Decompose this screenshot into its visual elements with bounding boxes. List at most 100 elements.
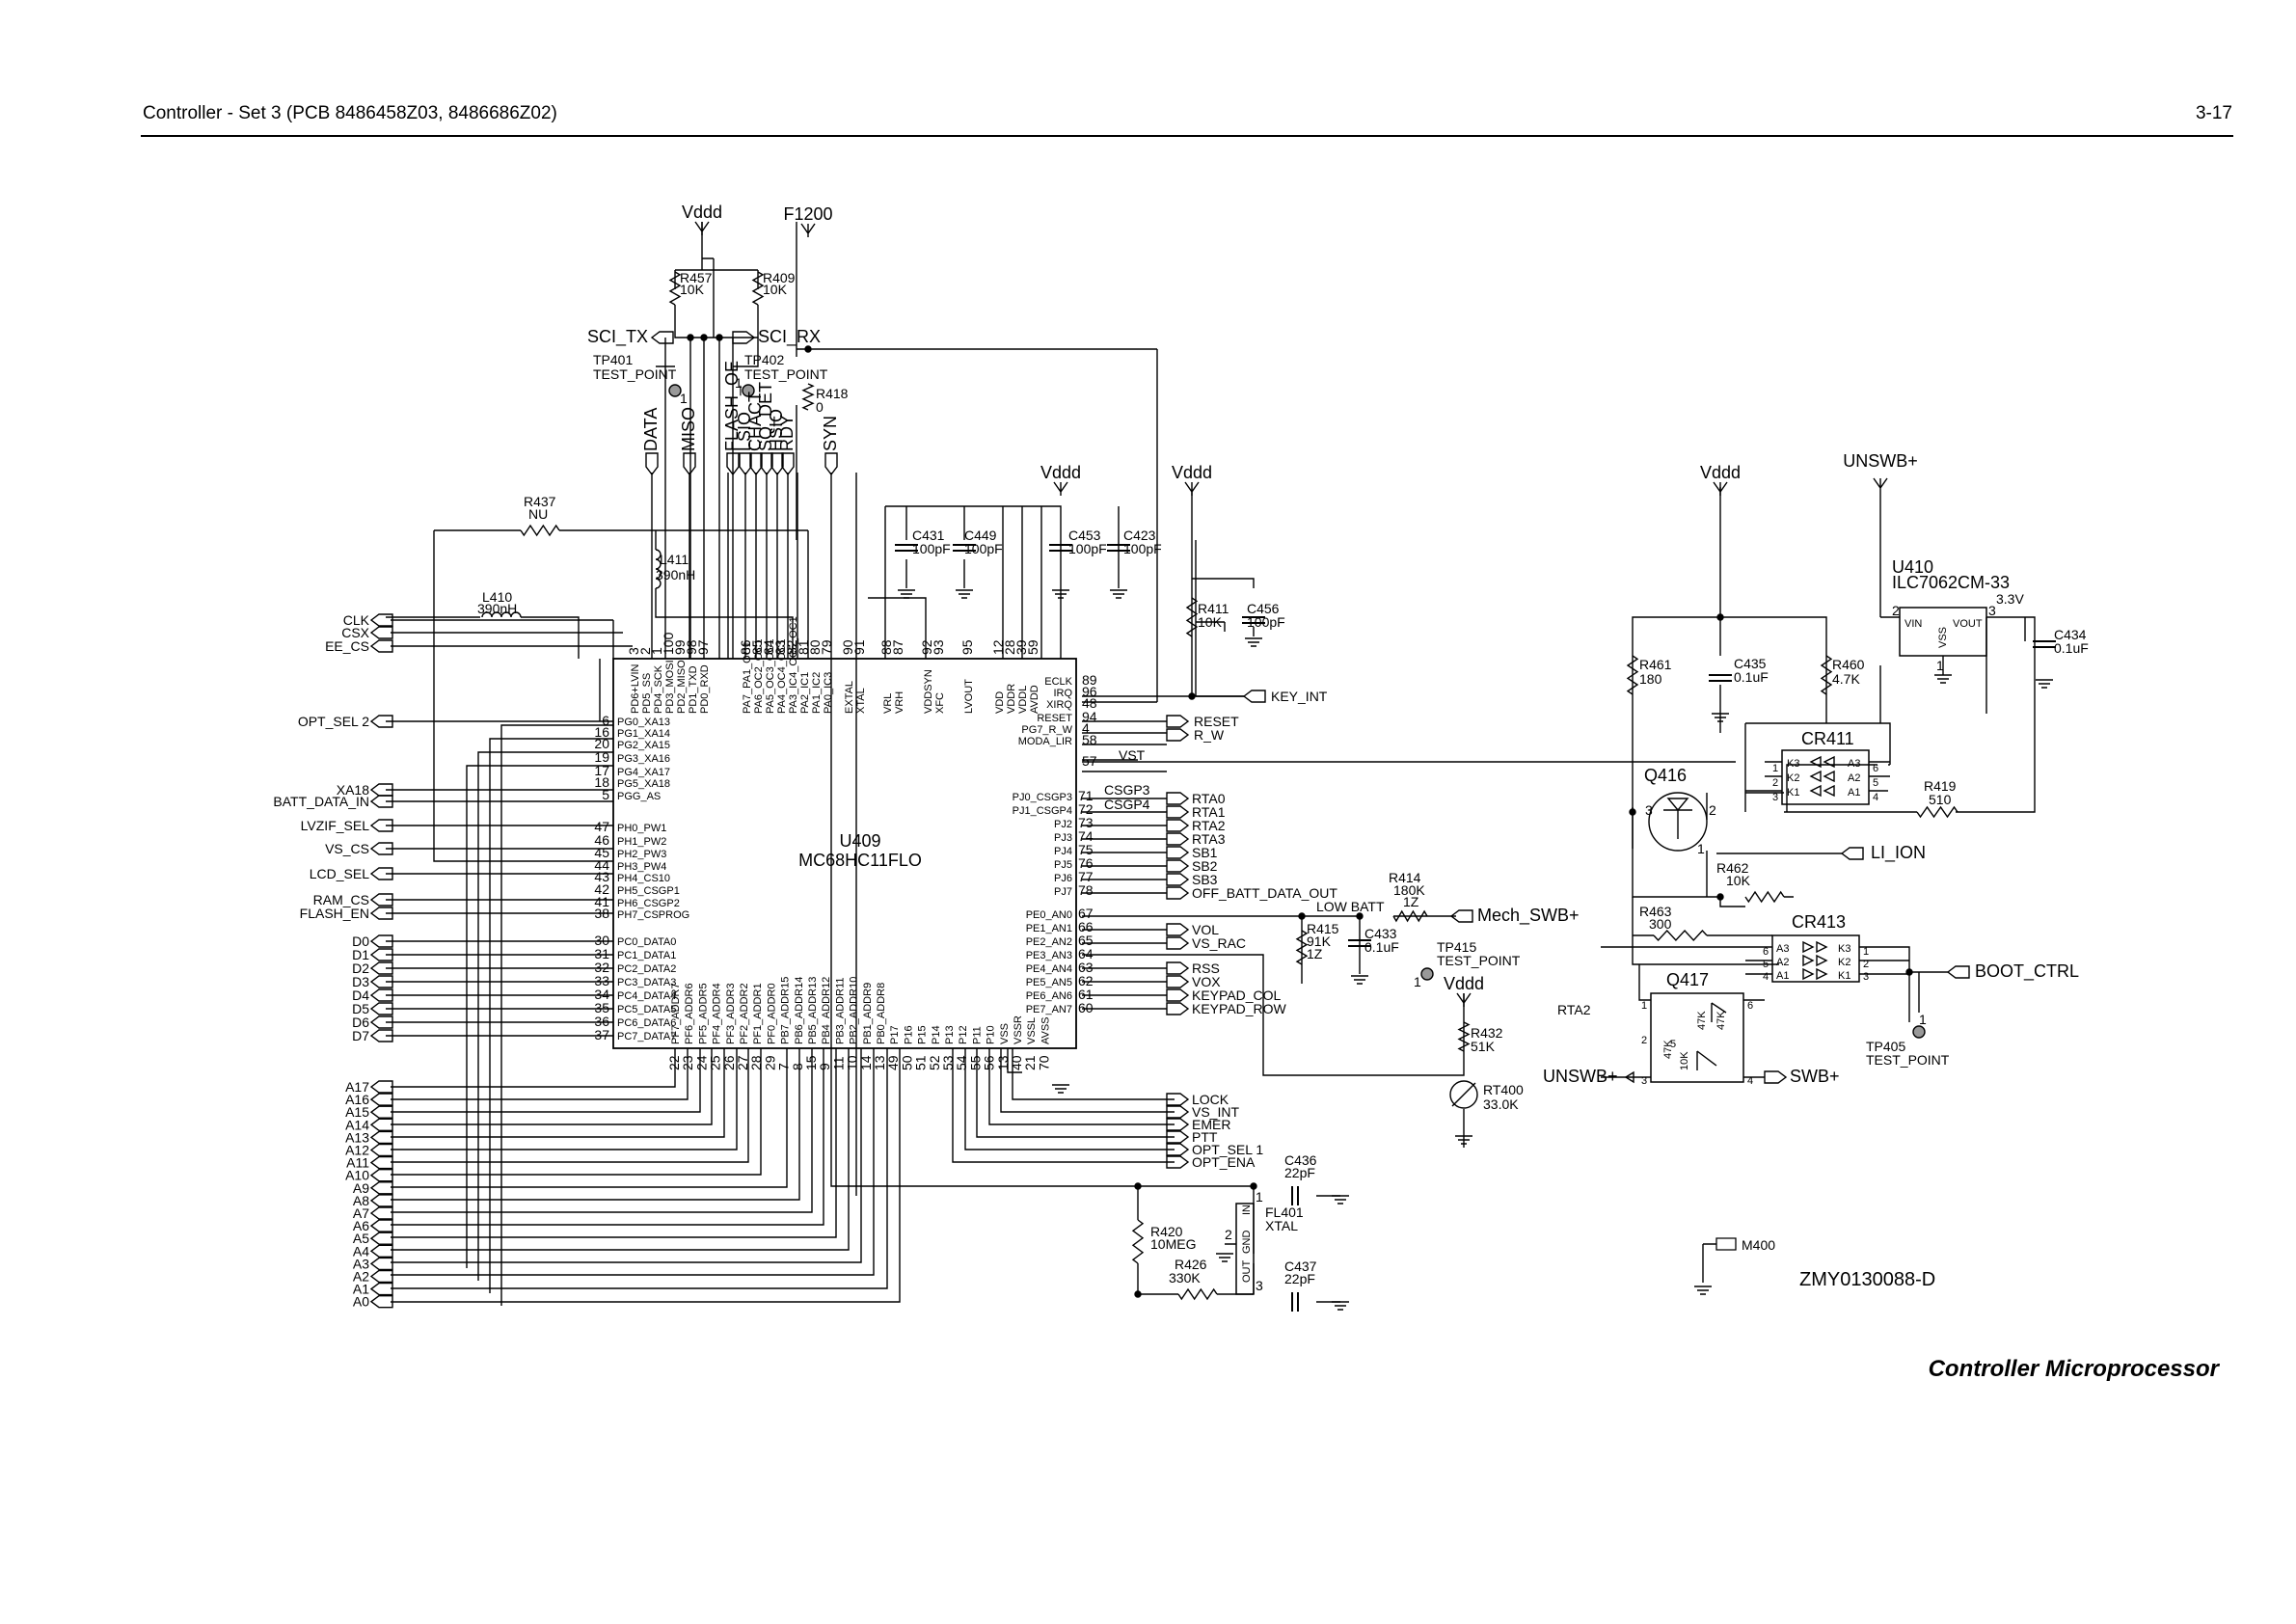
schematic-label: A3 xyxy=(1776,943,1789,955)
schematic-label: 4.7K xyxy=(1832,671,1860,687)
u409-pin-number: 74 xyxy=(1078,828,1094,844)
u409-pin-number: 52 xyxy=(927,1055,942,1070)
schematic-label: C435 xyxy=(1734,656,1767,671)
schematic-label: 22pF xyxy=(1284,1165,1315,1180)
port-connector xyxy=(369,842,393,855)
port-connector xyxy=(369,961,393,975)
u409-pin-number: 76 xyxy=(1078,855,1094,871)
schematic-label: XTAL xyxy=(1265,1218,1298,1233)
cr413-diode xyxy=(1802,940,1828,954)
component-symbols xyxy=(369,221,2056,1312)
port-connector xyxy=(369,1093,393,1106)
schematic-label: R461 xyxy=(1639,657,1672,672)
u409-pin-name: P14 xyxy=(931,1025,942,1044)
port-vs_cs: VS_CS xyxy=(325,841,369,856)
schematic-label: K1 xyxy=(1787,787,1799,798)
u409-pin-number: 97 xyxy=(695,639,711,655)
u409-pin-number: 28 xyxy=(748,1055,764,1070)
schematic-label: 100pF xyxy=(912,541,951,556)
port-connector xyxy=(749,452,763,476)
c449-symbol xyxy=(953,544,976,552)
schematic-label: 3 xyxy=(1988,603,1996,618)
u409-pin-name: EXTAL xyxy=(844,681,855,714)
u409-pin-name: PE5_AN5 xyxy=(1026,977,1072,988)
u409-pin-number: 80 xyxy=(807,639,823,655)
u409-pin-number: 57 xyxy=(1082,753,1097,769)
port-connector xyxy=(1840,847,1864,860)
u409-pin-name: PC1_DATA1 xyxy=(617,950,676,961)
schematic-label: 2 xyxy=(1892,603,1900,618)
port-ptt: PTT xyxy=(1192,1129,1218,1145)
u409-pin-number: 3 xyxy=(626,647,641,655)
u409-pin-number: 44 xyxy=(594,857,609,873)
net-low-batt: LOW BATT xyxy=(1316,899,1385,914)
schematic-label: R418 xyxy=(816,386,849,401)
signal-lsio: LSIO xyxy=(735,412,754,451)
fl401-pin-in: IN xyxy=(1241,1204,1253,1215)
net-3v3: 3.3V xyxy=(1996,591,2024,607)
schematic-label: 300 xyxy=(1649,916,1672,932)
schematic-label: 1Z xyxy=(1403,894,1419,909)
header-rule xyxy=(141,135,2233,137)
u409-pin-name: XFC xyxy=(934,692,946,714)
u409-pin-name: PD5_SS xyxy=(641,673,653,714)
port-connector xyxy=(369,795,393,808)
u409-pin-number: 87 xyxy=(890,639,905,655)
port-sb2: SB2 xyxy=(1192,858,1218,874)
port-connector xyxy=(369,819,393,832)
schematic-label: 390nH xyxy=(656,567,695,582)
port-connector xyxy=(369,626,393,639)
u409-pin-number: 29 xyxy=(762,1055,777,1070)
port-opt_ena: OPT_ENA xyxy=(1192,1154,1256,1170)
junction-dot xyxy=(1188,692,1196,700)
signal-miso: MISO xyxy=(679,407,698,451)
port-connector xyxy=(1166,728,1190,742)
schematic-label: R460 xyxy=(1832,657,1865,672)
u409-pin-name: ECLK xyxy=(1044,676,1072,688)
schematic-label: 3 xyxy=(1641,1075,1647,1087)
schematic-label: C431 xyxy=(912,528,945,543)
schematic-label: 1 xyxy=(1772,763,1778,774)
net-vddd: Vddd xyxy=(1700,463,1741,482)
address-bus-line: A2 xyxy=(353,1269,369,1285)
u409-pin-name: PG4_XA17 xyxy=(617,767,670,778)
port-connector xyxy=(369,613,393,627)
u409-pin-name: PF3_ADDR3 xyxy=(725,983,737,1044)
u409-pin-number: 50 xyxy=(899,1055,914,1070)
port-connector xyxy=(369,715,393,728)
r420-symbol xyxy=(1131,1219,1145,1264)
schematic-label: A1 xyxy=(1776,970,1789,982)
ground-symbol xyxy=(1351,975,1368,985)
address-bus-line: A0 xyxy=(353,1294,369,1310)
supply-arrow xyxy=(1053,481,1068,496)
schematic-label: A2 xyxy=(1848,772,1860,784)
r415-symbol xyxy=(1295,930,1309,965)
u409-pin-name: PC5_DATA5 xyxy=(617,1004,676,1015)
schematic-label: C456 xyxy=(1247,601,1280,616)
port-connector xyxy=(1166,988,1190,1002)
u409-pin-name: VDDR xyxy=(1006,684,1017,714)
u409-pin-number: 43 xyxy=(594,869,609,884)
port-connector xyxy=(1166,1002,1190,1015)
schematic-label: 10MEG xyxy=(1150,1236,1196,1252)
u409-pin-number: 24 xyxy=(693,1055,709,1070)
u410-ref: U410 xyxy=(1892,557,1933,577)
schematic-label: 1 xyxy=(1256,1189,1263,1204)
u409-pin-number: 96 xyxy=(1082,684,1097,699)
u409-pin-number: 23 xyxy=(680,1055,695,1070)
schematic-label: R420 xyxy=(1150,1224,1183,1239)
u409-pin-number: 6 xyxy=(602,713,609,728)
schematic-label: 6 xyxy=(1873,763,1878,774)
net-mech-swb: Mech_SWB+ xyxy=(1477,906,1580,926)
u409-pin-number: 31 xyxy=(594,946,609,961)
schematic-label: 1 xyxy=(1641,1000,1647,1012)
u409-pin-number: 77 xyxy=(1078,869,1094,884)
u409-pin-number: 100 xyxy=(661,632,676,655)
schematic-label: TP401 xyxy=(593,352,633,367)
u409-pin-number: 8 xyxy=(790,1063,805,1070)
port-connector xyxy=(369,1206,393,1220)
ground-symbol xyxy=(1216,1253,1233,1262)
address-bus-line: A9 xyxy=(353,1180,369,1196)
u409-pin-number: 60 xyxy=(1078,1000,1094,1015)
schematic-label: C437 xyxy=(1284,1259,1317,1274)
